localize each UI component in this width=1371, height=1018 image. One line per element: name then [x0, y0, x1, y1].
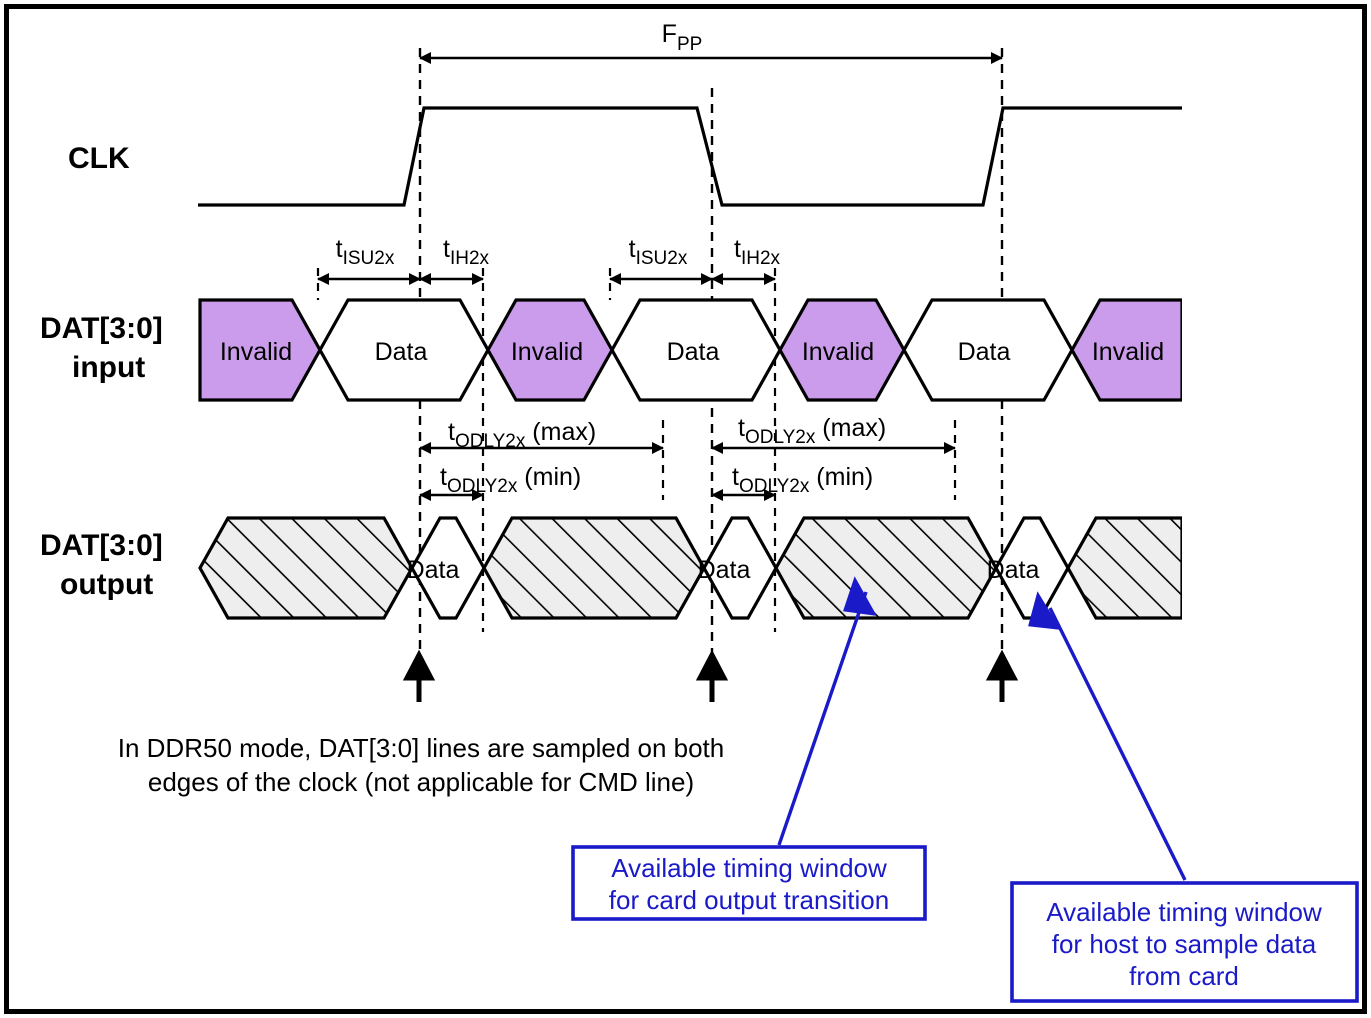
- sample-arrow-3: [985, 649, 1019, 702]
- tih2x-label-1: tIH2x: [443, 235, 490, 269]
- input-cell-label-5: Invalid: [802, 338, 874, 366]
- tih2x-label-2: tIH2x: [734, 235, 781, 269]
- callout-2-line-3: from card: [1129, 961, 1239, 991]
- fpp-measure: FPP: [419, 20, 1003, 64]
- dat-input-row: DAT[3:0] input Invalid Data Invali: [40, 298, 1182, 402]
- tisu2x-label-1: tISU2x: [336, 235, 395, 269]
- tisu2x-label-2: tISU2x: [629, 235, 688, 269]
- callout-2-box[interactable]: [1010, 881, 1359, 1003]
- dat-input-label-line1: DAT[3:0]: [40, 312, 163, 345]
- callout-2-line-1: Available timing window: [1046, 897, 1322, 927]
- callout-1-leader: [777, 591, 868, 846]
- output-cell-hatched-1: [198, 516, 414, 620]
- output-cell-label-data-1: Data: [407, 556, 460, 584]
- callout-1-line-1: Available timing window: [611, 853, 887, 883]
- callout-card-output-transition[interactable]: Available timing window for card output …: [571, 576, 927, 921]
- output-cell-hatched-3: [774, 516, 998, 620]
- output-cell-hatched-2: [482, 516, 706, 620]
- callout-1-arrowhead: [843, 576, 877, 616]
- output-delay-marks: tODLY2x (max) tODLY2x (min) tODLY2x (max…: [419, 414, 956, 501]
- input-cell-label-2: Data: [375, 338, 428, 366]
- dat-input-label-line2: input: [72, 351, 145, 384]
- fpp-sub: PP: [677, 34, 702, 55]
- note-line-2: edges of the clock (not applicable for C…: [148, 767, 694, 797]
- clk-signal-row: CLK: [68, 106, 1182, 207]
- output-cell-label-data-2: Data: [698, 556, 751, 584]
- input-cell-label-1: Invalid: [220, 338, 292, 366]
- dat-output-label-line1: DAT[3:0]: [40, 529, 163, 562]
- callout-1-box[interactable]: [571, 845, 927, 921]
- callout-2-leader: [1048, 607, 1187, 881]
- sample-point-arrows: [402, 649, 1019, 702]
- callout-1-line-2: for card output transition: [609, 885, 889, 915]
- output-cell-label-data-3: Data: [987, 556, 1040, 584]
- input-cell-label-3: Invalid: [511, 338, 583, 366]
- sample-arrow-1: [402, 649, 436, 702]
- input-cell-label-7: Invalid: [1092, 338, 1164, 366]
- sample-arrow-2: [695, 649, 729, 702]
- callout-host-sample-data[interactable]: Available timing window for host to samp…: [1010, 591, 1359, 1003]
- note-line-1: In DDR50 mode, DAT[3:0] lines are sample…: [118, 733, 725, 763]
- todly2x-min-label-2: tODLY2x (min): [732, 463, 873, 497]
- callout-2-arrowhead: [1028, 591, 1061, 630]
- todly2x-max-label-2: tODLY2x (max): [738, 414, 886, 448]
- dat-output-label-line2: output: [60, 568, 153, 601]
- input-cell-invalid-1: [198, 298, 322, 402]
- fpp-base: F: [662, 20, 677, 48]
- svg-text:FPP: FPP: [662, 20, 703, 55]
- clk-label: CLK: [68, 142, 130, 175]
- callout-2-line-2: for host to sample data: [1052, 929, 1317, 959]
- input-cell-label-4: Data: [667, 338, 720, 366]
- dat-output-row: DAT[3:0] output Data Data Data: [40, 516, 1182, 620]
- clk-waveform: [198, 106, 1182, 207]
- input-cell-invalid-4: [1070, 298, 1182, 402]
- input-timing-marks: tISU2x tIH2x tISU2x tIH2x: [317, 235, 781, 285]
- ddr50-note: In DDR50 mode, DAT[3:0] lines are sample…: [118, 733, 725, 797]
- todly2x-min-label-1: tODLY2x (min): [440, 463, 581, 497]
- output-cell-hatched-4: [1066, 516, 1182, 620]
- input-cell-label-6: Data: [958, 338, 1011, 366]
